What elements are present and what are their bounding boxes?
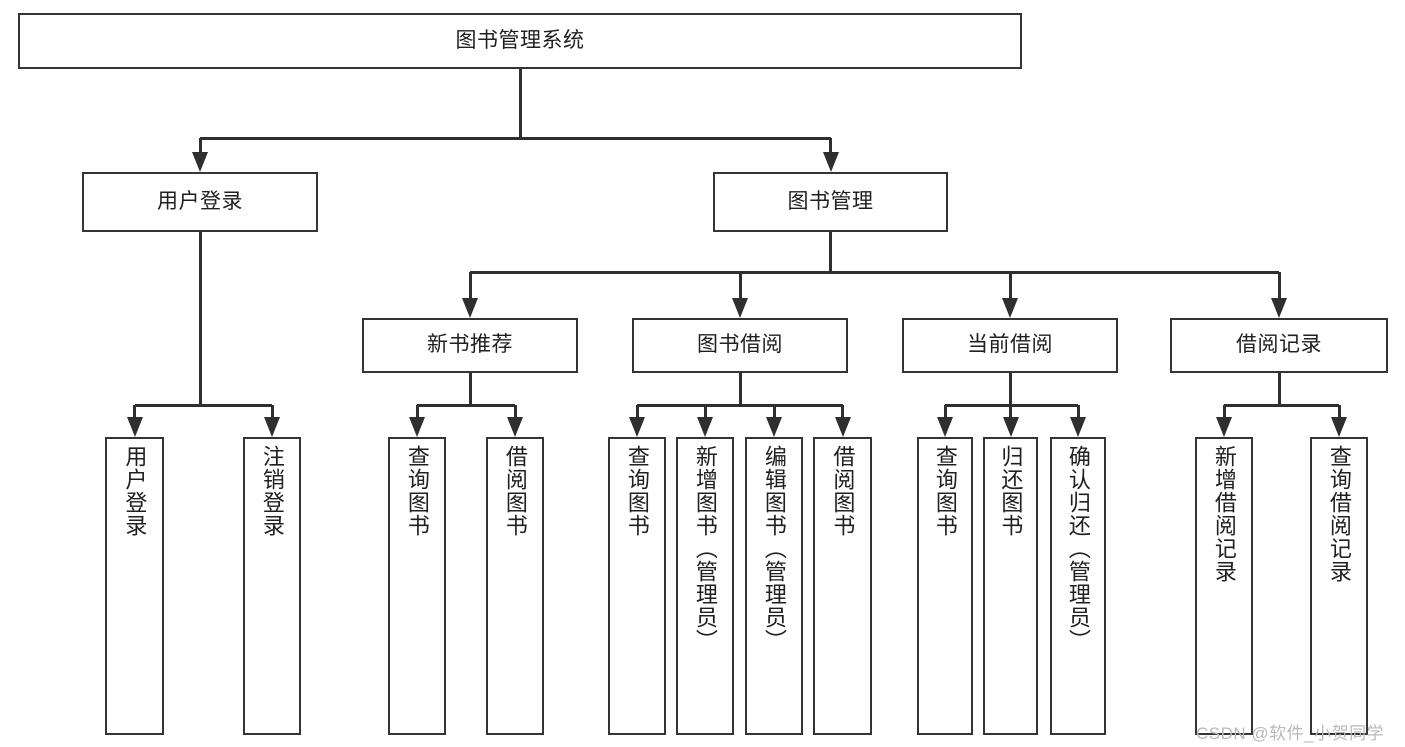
arrow-head-icon: [1331, 417, 1347, 437]
connector-line: [133, 405, 136, 418]
node-book-management[interactable]: 图书管理: [713, 172, 948, 232]
connector-line: [637, 403, 843, 407]
node-label: 新增借阅记录: [1211, 445, 1237, 583]
connector-line: [1277, 272, 1281, 299]
node-label: 查询图书: [932, 445, 958, 537]
connector-line: [1008, 272, 1012, 299]
connector-line: [417, 403, 515, 407]
connector-line: [200, 136, 831, 140]
connector-line: [829, 138, 832, 153]
node-label: 借阅图书: [830, 445, 856, 537]
node-label: 查询借阅记录: [1326, 445, 1352, 583]
node-root-system[interactable]: 图书管理系统: [18, 13, 1022, 69]
node-user-login[interactable]: 用户登录: [82, 172, 318, 232]
connector-line: [518, 69, 522, 138]
arrow-head-icon: [834, 417, 851, 437]
connector-line: [1009, 405, 1012, 418]
arrow-head-icon: [822, 152, 839, 172]
node-label: 查询图书: [624, 445, 650, 537]
leaf-node[interactable]: 查询图书: [388, 437, 446, 735]
connector-line: [1224, 403, 1339, 407]
node-label: 注销登录: [259, 445, 285, 537]
node-label: 查询图书: [404, 445, 430, 537]
arrow-head-icon: [697, 417, 713, 437]
arrow-head-icon: [192, 152, 208, 172]
arrow-head-icon: [1002, 417, 1019, 437]
arrow-head-icon: [937, 417, 953, 437]
node-label: 确认归还（管理员）: [1065, 445, 1091, 652]
node-label: 编辑图书（管理员）: [761, 445, 787, 652]
connector-line: [772, 405, 776, 418]
connector-line: [1277, 373, 1281, 405]
arrow-head-icon: [1216, 417, 1232, 437]
connector-line: [829, 232, 832, 272]
connector-line: [703, 405, 707, 418]
node-label: 用户登录: [157, 189, 243, 213]
arrow-head-icon: [629, 417, 645, 437]
connector-line: [470, 270, 1279, 274]
node-label: 当前借阅: [967, 333, 1053, 357]
node-label: 新书推荐: [427, 333, 513, 357]
node-label: 图书借阅: [697, 333, 783, 357]
leaf-node[interactable]: 新增图书（管理员）: [676, 437, 734, 735]
leaf-node[interactable]: 归还图书: [983, 437, 1038, 735]
connector-line: [513, 405, 517, 418]
connector-line: [738, 373, 742, 405]
connector-line: [468, 272, 472, 299]
connector-line: [738, 272, 742, 299]
node-label: 图书管理系统: [455, 28, 585, 52]
connector-line: [1008, 373, 1012, 405]
leaf-node[interactable]: 编辑图书（管理员）: [745, 437, 803, 735]
leaf-node[interactable]: 用户登录: [105, 437, 164, 735]
node-current-borrow[interactable]: 当前借阅: [902, 318, 1118, 373]
arrow-head-icon: [264, 417, 280, 437]
node-borrow-record[interactable]: 借阅记录: [1170, 318, 1388, 373]
arrow-head-icon: [766, 417, 782, 437]
leaf-node[interactable]: 查询图书: [917, 437, 973, 735]
connector-line: [1076, 405, 1080, 418]
connector-line: [468, 373, 472, 405]
node-label: 新增图书（管理员）: [692, 445, 718, 652]
node-label: 图书管理: [787, 189, 874, 213]
node-label: 借阅图书: [502, 445, 528, 537]
connector-line: [198, 232, 202, 405]
node-new-book-recommend[interactable]: 新书推荐: [362, 318, 578, 373]
connector-line: [198, 138, 202, 153]
leaf-node[interactable]: 查询借阅记录: [1310, 437, 1368, 735]
leaf-node[interactable]: 确认归还（管理员）: [1050, 437, 1106, 735]
arrow-head-icon: [1271, 298, 1287, 318]
arrow-head-icon: [732, 298, 748, 318]
connector-line: [1222, 405, 1226, 418]
connector-line: [415, 405, 419, 418]
connector-line: [635, 405, 639, 418]
leaf-node[interactable]: 新增借阅记录: [1195, 437, 1253, 735]
node-label: 借阅记录: [1236, 333, 1322, 357]
node-label: 归还图书: [998, 445, 1024, 537]
arrow-head-icon: [507, 417, 523, 437]
leaf-node[interactable]: 查询图书: [608, 437, 666, 735]
leaf-node[interactable]: 注销登录: [243, 437, 301, 735]
node-book-borrow[interactable]: 图书借阅: [632, 318, 848, 373]
connector-line: [1337, 405, 1341, 418]
node-label: 用户登录: [122, 445, 148, 537]
arrow-head-icon: [126, 417, 143, 437]
connector-line: [841, 405, 844, 418]
arrow-head-icon: [1002, 298, 1018, 318]
arrow-head-icon: [462, 298, 478, 318]
connector-line: [134, 403, 272, 407]
connector-line: [943, 405, 947, 418]
arrow-head-icon: [1070, 417, 1086, 437]
leaf-node[interactable]: 借阅图书: [813, 437, 872, 735]
connector-line: [270, 405, 274, 418]
leaf-node[interactable]: 借阅图书: [486, 437, 544, 735]
arrow-head-icon: [409, 417, 425, 437]
